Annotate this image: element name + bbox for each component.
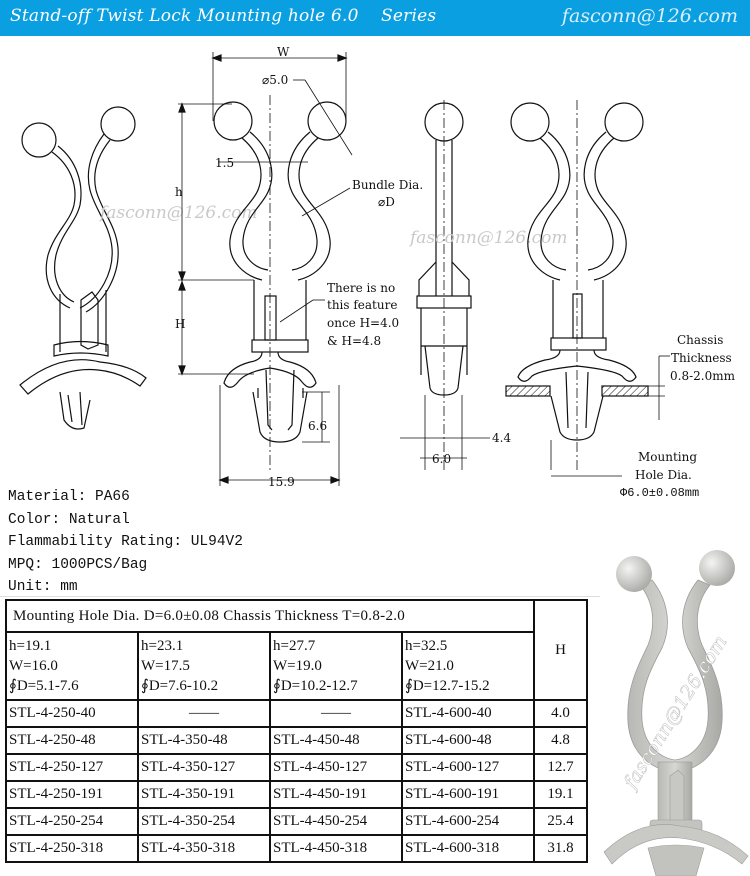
part-cell: ——	[269, 699, 403, 728]
note-line-2: this feature	[327, 298, 397, 312]
part-cell: STL-4-250-48	[5, 726, 139, 755]
part-cell: STL-4-600-40	[401, 699, 535, 728]
chassis-label-3: 0.8-2.0mm	[670, 369, 736, 383]
dim-ball-dia: ⌀5.0	[262, 73, 288, 87]
bundle-dia-symbol: ⌀D	[378, 195, 395, 209]
page-title: Stand-off Twist Lock Mounting hole 6.0 S…	[10, 6, 437, 26]
h-value-cell: 25.4	[533, 807, 588, 836]
hole-label-3: Φ6.0±0.08mm	[620, 486, 700, 500]
chassis-label-1: Chassis	[677, 333, 723, 347]
isometric-line-drawing	[19, 106, 147, 430]
page-header: Stand-off Twist Lock Mounting hole 6.0 S…	[0, 0, 750, 36]
part-cell: STL-4-250-191	[5, 780, 139, 809]
dim-side-outer: 6.0	[432, 452, 451, 466]
drawing-watermark-1: fasconn@126.com	[98, 203, 258, 223]
part-cell: STL-4-250-40	[5, 699, 139, 728]
h-value-cell: 4.0	[533, 699, 588, 728]
table-row: STL-4-250-254 STL-4-350-254 STL-4-450-25…	[5, 807, 588, 836]
h-value-cell: 4.8	[533, 726, 588, 755]
part-cell: STL-4-350-254	[137, 807, 271, 836]
technical-drawing: fasconn@126.com	[19, 45, 736, 486]
chassis-label-2: Thickness	[671, 351, 732, 365]
divider	[0, 596, 600, 597]
installed-view	[505, 100, 670, 477]
bundle-dia-label: Bundle Dia.	[352, 178, 423, 192]
table-row: STL-4-250-48 STL-4-350-48 STL-4-450-48 S…	[5, 726, 588, 755]
front-view	[178, 52, 353, 486]
dim-H: H	[175, 317, 185, 331]
h-value-cell: 19.1	[533, 780, 588, 809]
drawing-watermark-2: fasconn@126.com	[408, 228, 568, 248]
header-email: fasconn@126.com	[561, 5, 738, 27]
part-cell: STL-4-450-191	[269, 780, 403, 809]
part-cell: STL-4-600-254	[401, 807, 535, 836]
hole-label-1: Mounting	[638, 450, 697, 464]
part-cell: STL-4-600-191	[401, 780, 535, 809]
part-cell: STL-4-450-127	[269, 753, 403, 782]
part-number-table: Mounting Hole Dia. D=6.0±0.08 Chassis Th…	[5, 599, 588, 863]
spec-color: Color: Natural	[8, 511, 130, 528]
dim-h: h	[175, 185, 183, 199]
part-cell: STL-4-450-48	[269, 726, 403, 755]
hole-label-2: Hole Dia.	[635, 468, 692, 482]
note-line-4: & H=4.8	[327, 334, 381, 348]
part-cell: STL-4-250-127	[5, 753, 139, 782]
part-cell: STL-4-600-48	[401, 726, 535, 755]
spec-list: Material: PA66 Color: Natural Flammabili…	[8, 486, 243, 599]
table-header-row: Mounting Hole Dia. D=6.0±0.08 Chassis Th…	[5, 599, 588, 701]
note-line-1: There is no	[327, 281, 395, 295]
part-cell: STL-4-350-48	[137, 726, 271, 755]
side-view	[400, 100, 490, 470]
h-column-header: H	[533, 599, 588, 701]
dim-leg-height: 6.6	[308, 419, 327, 433]
product-photo: fasconn@126.com	[603, 550, 749, 876]
spec-flammability: Flammability Rating: UL94V2	[8, 534, 243, 550]
part-cell: STL-4-350-318	[137, 834, 271, 863]
part-cell: STL-4-250-254	[5, 807, 139, 836]
spec-mpq: MPQ: 1000PCS/Bag	[8, 556, 148, 573]
dim-gap: 1.5	[215, 156, 234, 170]
part-cell: STL-4-450-318	[269, 834, 403, 863]
table-row: STL-4-250-40 —— —— STL-4-600-40 4.0	[5, 699, 588, 728]
part-cell: STL-4-600-127	[401, 753, 535, 782]
table-header: Mounting Hole Dia. D=6.0±0.08 Chassis Th…	[5, 599, 535, 633]
part-cell: STL-4-350-191	[137, 780, 271, 809]
note-line-3: once H=4.0	[327, 316, 399, 330]
part-cell: ——	[137, 699, 271, 728]
part-cell: STL-4-600-318	[401, 834, 535, 863]
table-row: STL-4-250-191 STL-4-350-191 STL-4-450-19…	[5, 780, 588, 809]
h-value-cell: 31.8	[533, 834, 588, 863]
h-value-cell: 12.7	[533, 753, 588, 782]
table-row: STL-4-250-127 STL-4-350-127 STL-4-450-12…	[5, 753, 588, 782]
table-row: STL-4-250-318 STL-4-350-318 STL-4-450-31…	[5, 834, 588, 863]
spec-material: Material: PA66	[8, 489, 130, 505]
dim-side-inner: 4.4	[492, 431, 511, 445]
spec-unit: Unit: mm	[8, 579, 78, 595]
dim-base-width: 15.9	[268, 475, 295, 486]
part-cell: STL-4-350-127	[137, 753, 271, 782]
part-cell: STL-4-250-318	[5, 834, 139, 863]
part-cell: STL-4-450-254	[269, 807, 403, 836]
dim-width: W	[277, 45, 290, 59]
